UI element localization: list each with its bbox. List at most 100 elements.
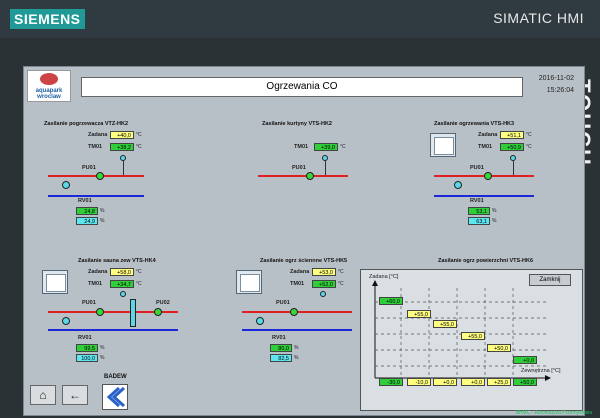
pump-label: PU01 xyxy=(276,300,290,306)
valve-feedback-value: 82,5 xyxy=(270,354,292,362)
heating-curve-button[interactable] xyxy=(430,133,456,157)
zadana-label: Zadana xyxy=(88,269,108,275)
heating-curve-button[interactable] xyxy=(236,270,262,294)
unit-pct: % xyxy=(100,355,105,361)
valve-feedback-value: 63,1 xyxy=(468,217,490,225)
unit-c: °C xyxy=(338,281,344,287)
outside-temp-5[interactable]: +25,0 xyxy=(487,378,511,386)
valve-label: RV01 xyxy=(272,335,286,341)
sensor-line xyxy=(325,161,326,175)
page-title: Ogrzewania CO xyxy=(81,77,523,97)
time-text: 15:26:04 xyxy=(546,87,574,94)
unit-pct: % xyxy=(100,345,105,351)
home-icon: ⌂ xyxy=(39,388,47,402)
back-button[interactable]: ← xyxy=(62,385,88,405)
unit-pct: % xyxy=(294,345,299,351)
supply-pipe xyxy=(48,311,178,313)
tm01-label: TM01 xyxy=(294,144,309,150)
curve-chart-icon xyxy=(46,274,66,292)
temperature-sensor-icon xyxy=(510,155,516,161)
unit-c: °C xyxy=(136,269,142,275)
zadana-label: Zadana xyxy=(88,132,108,138)
close-button[interactable]: Zamknij xyxy=(529,274,571,286)
valve-label: RV01 xyxy=(78,198,92,204)
pump-icon[interactable] xyxy=(96,308,104,316)
temperature-value: +52,0 xyxy=(312,280,336,288)
unit-pct: % xyxy=(492,218,497,224)
section-title: Zasilanie ogrzewania VTS-HK3 xyxy=(434,121,515,127)
unit-pct: % xyxy=(492,208,497,214)
pump-label: PU01 xyxy=(470,165,484,171)
unit-c: °C xyxy=(526,132,532,138)
curve-setpoint-1[interactable]: +60,0 xyxy=(379,297,403,305)
pump-icon[interactable] xyxy=(306,172,314,180)
badew-chevron-icon xyxy=(106,386,126,408)
section-title: Zasilanie ogrz ściennne VTS-HK5 xyxy=(260,258,348,264)
home-button[interactable]: ⌂ xyxy=(30,385,56,405)
curve-setpoint-2[interactable]: +55,0 xyxy=(407,310,431,318)
pump-icon[interactable] xyxy=(96,172,104,180)
setpoint-value[interactable]: +53,0 xyxy=(312,268,336,276)
unit-c: °C xyxy=(136,281,142,287)
footer-note: BHMC - Automatyka Przemysłowa xyxy=(515,410,592,416)
heating-curve-button[interactable] xyxy=(42,270,68,294)
valve-position-value: 80,0 xyxy=(270,344,292,352)
heating-curve-popup: Zamknij Zadana [°C] Zewnętrzna [°C] +60,… xyxy=(360,269,583,411)
section-title: Zasilanie sauna zew VTS-HK4 xyxy=(78,258,156,264)
unit-pct: % xyxy=(100,208,105,214)
logo-text: aquapark wroclaw xyxy=(35,88,63,100)
unit-pct: % xyxy=(100,218,105,224)
temperature-sensor-icon xyxy=(322,155,328,161)
valve-position-value: 99,5 xyxy=(76,344,98,352)
heat-exchanger-icon xyxy=(130,299,136,327)
date-text: 2016-11-02 xyxy=(538,75,574,82)
sensor-line xyxy=(513,161,514,175)
x-axis-label: Zewnętrzna [°C] xyxy=(521,368,561,374)
badew-label: BADEW xyxy=(104,374,127,380)
valve-motor-icon[interactable] xyxy=(256,317,264,325)
tm01-label: TM01 xyxy=(290,281,305,287)
section-title: Zasilanie ogrz powierzchni VTS-HK6 xyxy=(438,258,534,264)
curve-setpoint-6[interactable]: +0,0 xyxy=(513,356,537,364)
temperature-value: +39,0 xyxy=(314,143,338,151)
curve-setpoint-3[interactable]: +55,0 xyxy=(433,320,457,328)
outside-temp-6[interactable]: +50,0 xyxy=(513,378,537,386)
valve-motor-icon[interactable] xyxy=(454,181,462,189)
logo-mark-icon xyxy=(40,73,58,85)
y-axis-label: Zadana [°C] xyxy=(369,274,399,280)
valve-position-value: 24,8 xyxy=(76,207,98,215)
curve-grid xyxy=(372,280,551,381)
unit-c: °C xyxy=(526,144,532,150)
supply-pipe xyxy=(258,175,348,177)
curve-chart-icon xyxy=(240,274,260,292)
pump-icon[interactable] xyxy=(290,308,298,316)
pump-icon[interactable] xyxy=(484,172,492,180)
setpoint-value[interactable]: +51,1 xyxy=(500,131,524,139)
outside-temp-1[interactable]: -30,0 xyxy=(379,378,403,386)
setpoint-value[interactable]: +58,0 xyxy=(110,268,134,276)
curve-setpoint-5[interactable]: +50,0 xyxy=(487,344,511,352)
unit-c: °C xyxy=(136,144,142,150)
pump-label: PU01 xyxy=(82,300,96,306)
valve-motor-icon[interactable] xyxy=(62,181,70,189)
pump2-icon[interactable] xyxy=(154,308,162,316)
unit-pct: % xyxy=(294,355,299,361)
valve-motor-icon[interactable] xyxy=(62,317,70,325)
outside-temp-3[interactable]: +0,0 xyxy=(433,378,457,386)
return-pipe xyxy=(48,195,144,197)
back-arrow-icon: ← xyxy=(69,388,81,402)
outside-temp-4[interactable]: +0,0 xyxy=(461,378,485,386)
y-axis-arrow-icon xyxy=(372,280,378,286)
valve-label: RV01 xyxy=(78,335,92,341)
x-axis-arrow-icon xyxy=(545,375,551,381)
outside-temp-2[interactable]: -10,0 xyxy=(407,378,431,386)
datetime: 2016-11-02 15:26:04 xyxy=(539,73,574,97)
section-title: Zasilanie pogrzewacza VTZ-HK2 xyxy=(44,121,129,127)
curve-setpoint-4[interactable]: +55,0 xyxy=(461,332,485,340)
pump-label: PU01 xyxy=(82,165,96,171)
setpoint-value[interactable]: +40,0 xyxy=(110,131,134,139)
zadana-label: Zadana xyxy=(478,132,498,138)
curve-chart-icon xyxy=(434,137,454,155)
badew-button[interactable] xyxy=(102,384,128,410)
pump-label: PU01 xyxy=(292,165,306,171)
